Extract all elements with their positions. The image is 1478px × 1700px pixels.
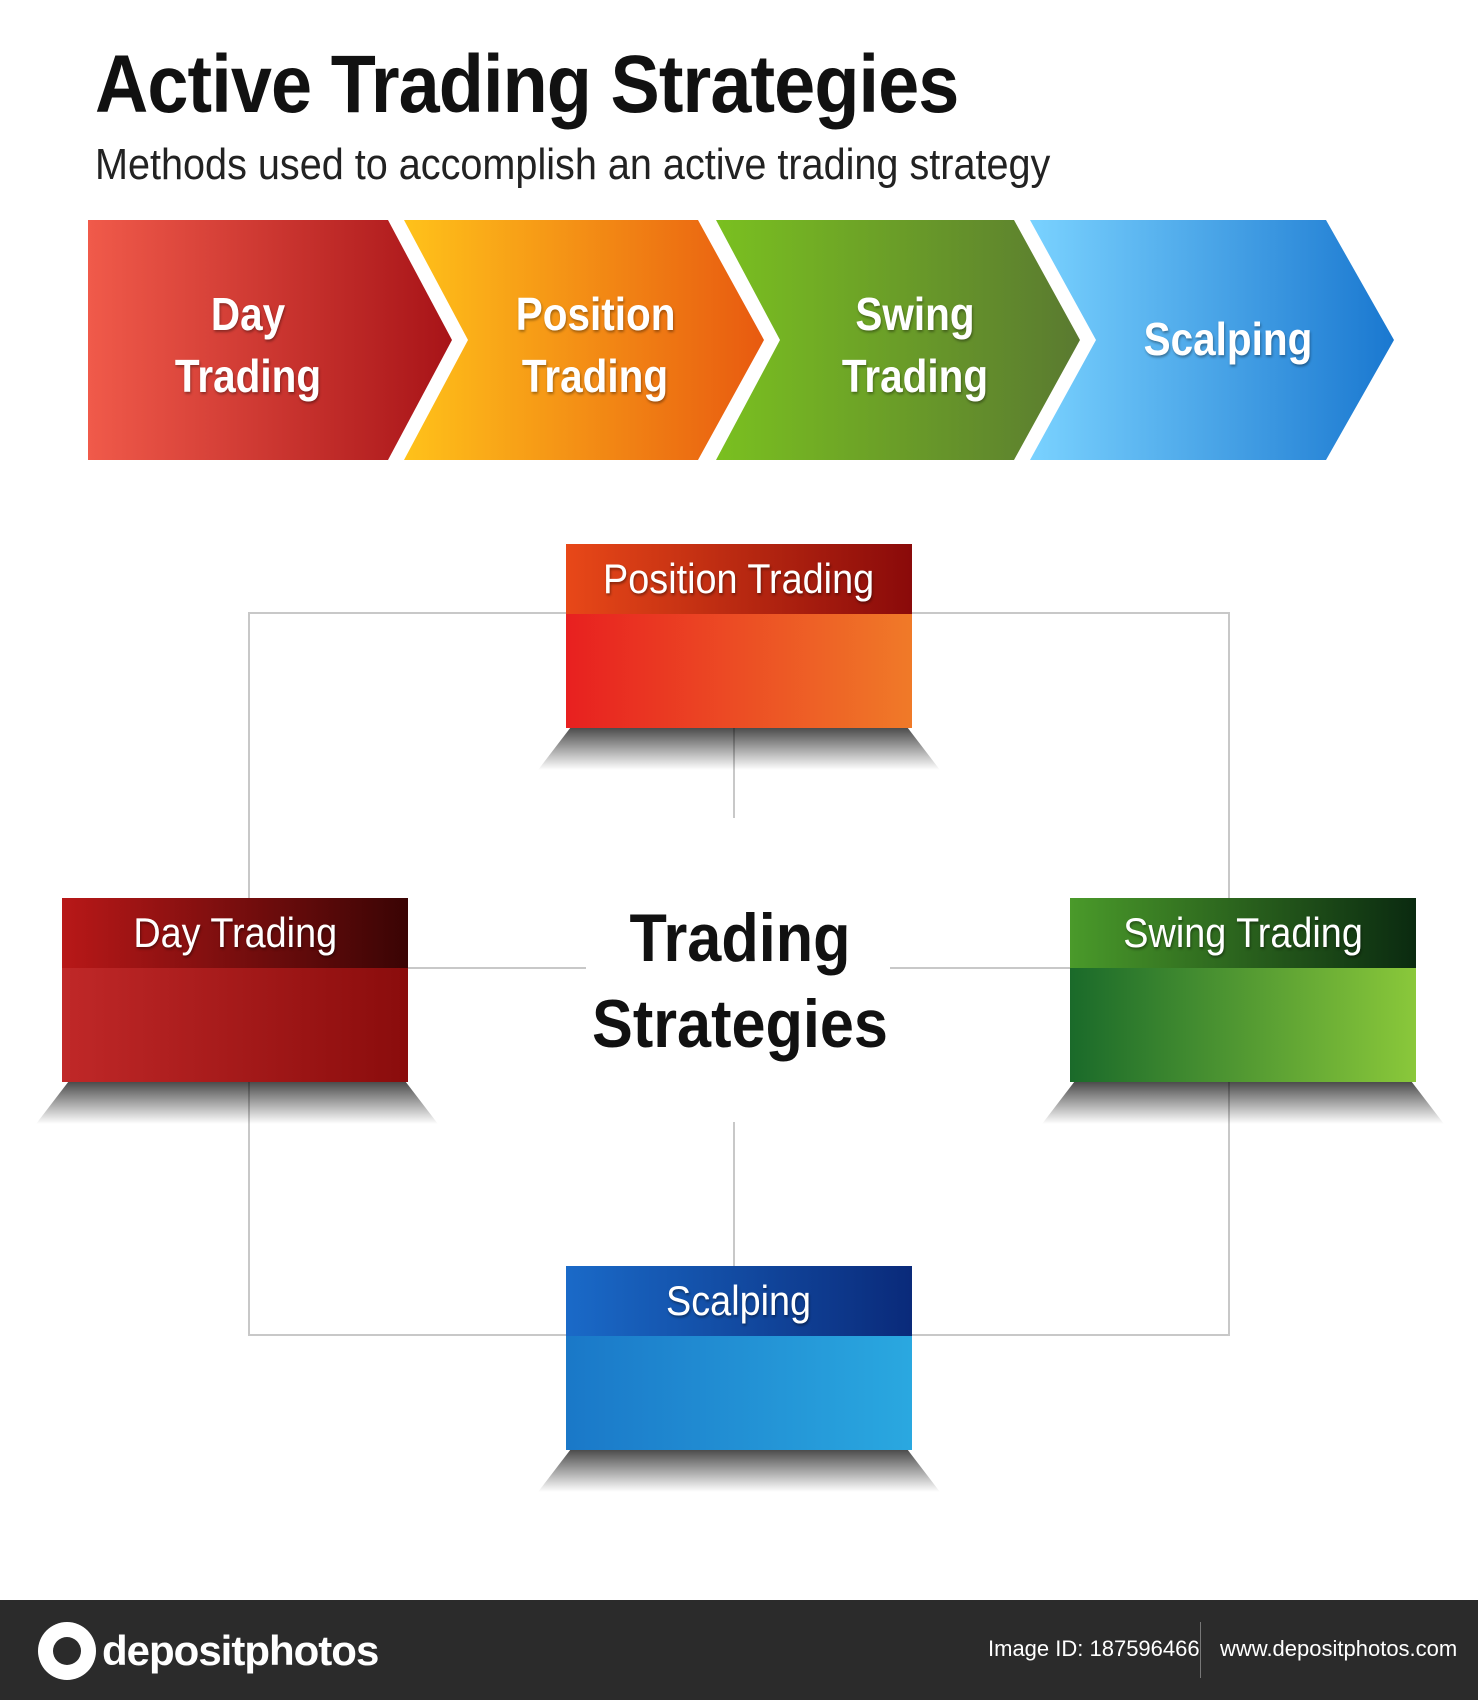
node-scalping: Scalping (566, 1266, 912, 1450)
node-label: Scalping (666, 1277, 812, 1324)
chevron-scalping (1030, 220, 1394, 460)
website-link[interactable]: www.depositphotos.com (1220, 1636, 1458, 1661)
node-label: Swing Trading (1123, 909, 1363, 956)
image-id: Image ID: 187596466 (988, 1636, 1200, 1661)
chevron-position-trading (404, 220, 764, 460)
brand-logo: depositphotos (38, 1622, 379, 1680)
node-shadow (36, 1082, 438, 1124)
node-position-trading: Position Trading (566, 544, 912, 728)
center-title: Trading Strategies (592, 900, 888, 1062)
footer-bar: depositphotos Image ID: 187596466 www.de… (0, 1600, 1478, 1700)
chevron-label-scalping: Scalping (1143, 313, 1313, 365)
camera-icon (38, 1622, 96, 1680)
node-shadow (1042, 1082, 1444, 1124)
node-shadow (538, 728, 940, 770)
footer-divider (1200, 1622, 1201, 1678)
node-day-trading: Day Trading (62, 898, 408, 1082)
chevron-swing-trading (716, 220, 1080, 460)
page-title: Active Trading Strategies (95, 39, 959, 130)
node-swing-trading: Swing Trading (1070, 898, 1416, 1082)
chevron-process (88, 220, 1394, 460)
node-label: Position Trading (603, 555, 875, 602)
node-label: Day Trading (133, 909, 337, 956)
node-shadow (538, 1450, 940, 1492)
chevron-day-trading (88, 220, 452, 460)
page-subtitle: Methods used to accomplish an active tra… (95, 140, 1051, 189)
